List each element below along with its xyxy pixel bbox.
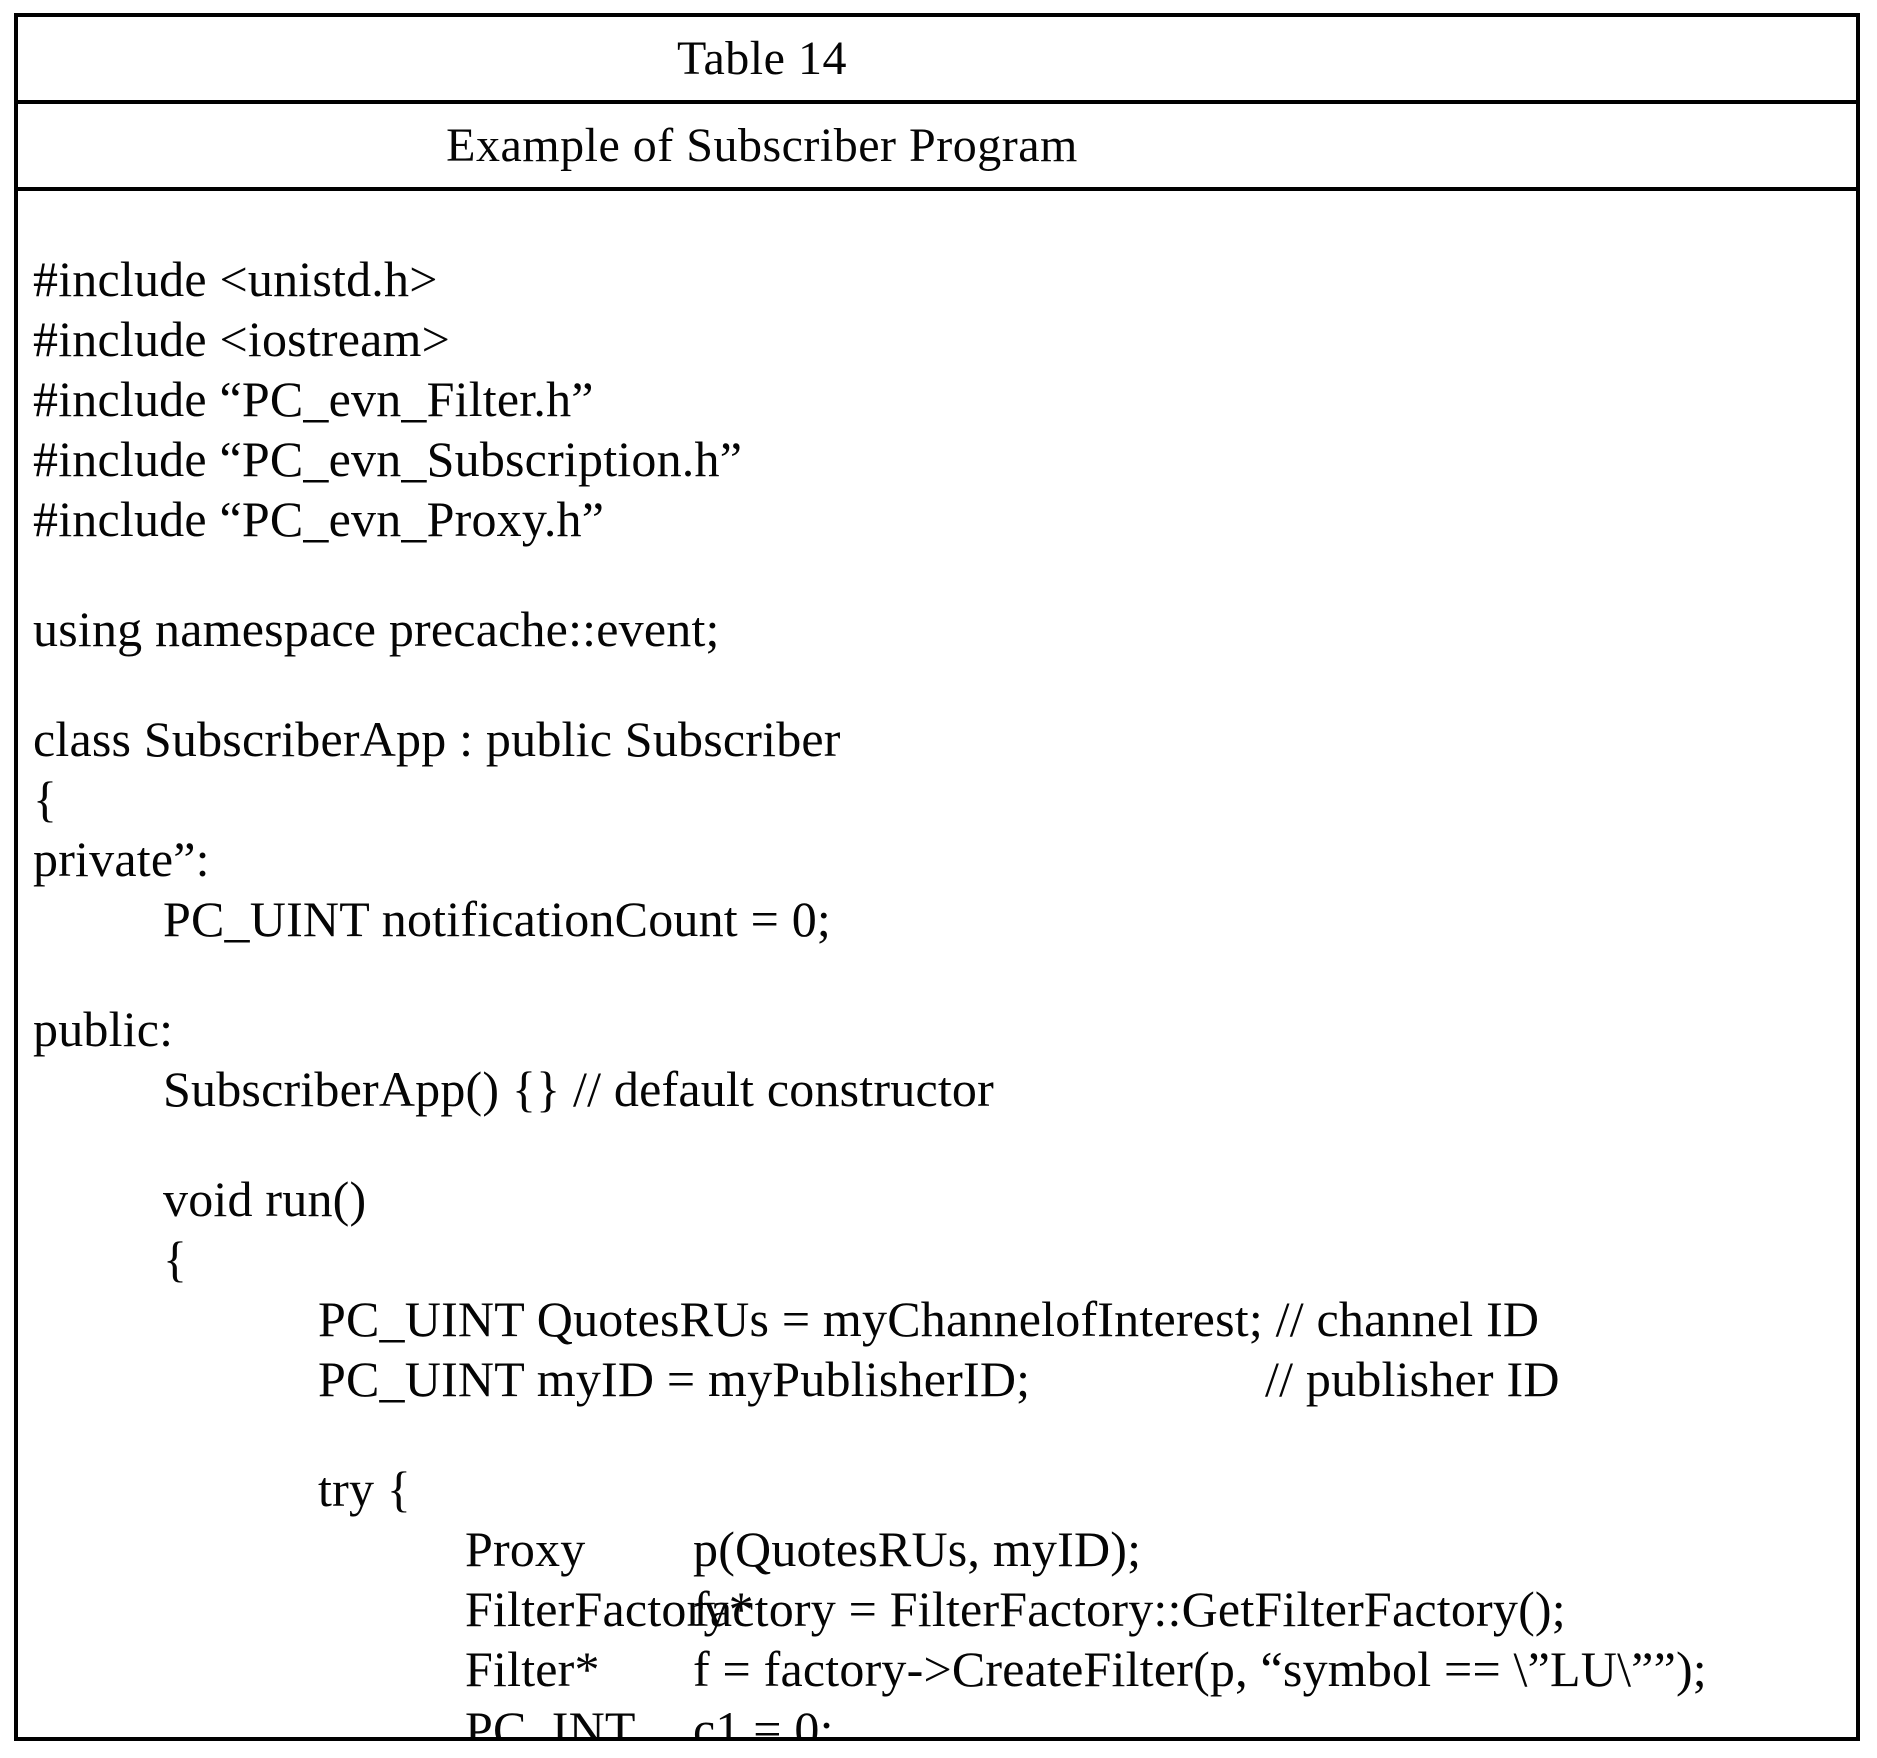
code-text: void run() bbox=[163, 1171, 367, 1227]
code-blank-line bbox=[18, 1119, 1856, 1169]
code-blank-line bbox=[18, 1409, 1856, 1459]
code-text: #include “PC_evn_Proxy.h” bbox=[33, 491, 605, 547]
code-text: public: bbox=[33, 1001, 174, 1057]
code-line: Proxy p(QuotesRUs, myID); bbox=[18, 1519, 1856, 1579]
code-declaration-type: FilterFactory* bbox=[465, 1581, 754, 1637]
code-text: p(QuotesRUs, myID); bbox=[693, 1521, 1142, 1577]
code-line: PC_UINT QuotesRUs = myChannelofInterest;… bbox=[18, 1289, 1856, 1349]
code-line: PC_UINT notificationCount = 0; bbox=[18, 889, 1856, 949]
code-line: { bbox=[18, 769, 1856, 829]
code-line: #include <unistd.h> bbox=[18, 249, 1856, 309]
patent-table: Table 14 Example of Subscriber Program #… bbox=[14, 13, 1860, 1741]
code-line: public: bbox=[18, 999, 1856, 1059]
code-text: { bbox=[163, 1231, 188, 1287]
code-text: private”: bbox=[33, 831, 210, 887]
code-line: #include “PC_evn_Proxy.h” bbox=[18, 489, 1856, 549]
code-declaration-type: PC_INT bbox=[465, 1701, 636, 1737]
code-text: factory = FilterFactory::GetFilterFactor… bbox=[693, 1581, 1566, 1637]
table-subtitle: Example of Subscriber Program bbox=[446, 119, 1078, 172]
code-declaration-type: Filter* bbox=[465, 1641, 600, 1697]
code-text: using namespace precache::event; bbox=[33, 601, 720, 657]
code-comment-tail: // publisher ID bbox=[1265, 1351, 1560, 1407]
code-text: PC_UINT myID = myPublisherID; bbox=[318, 1351, 1031, 1407]
code-line: SubscriberApp() {} // default constructo… bbox=[18, 1059, 1856, 1119]
code-line: PC_UINT myID = myPublisherID; // publishe… bbox=[18, 1349, 1856, 1409]
code-text: #include <unistd.h> bbox=[33, 251, 438, 307]
code-text: { bbox=[33, 771, 58, 827]
code-text: #include <iostream> bbox=[33, 311, 451, 367]
code-line: FilterFactory*factory = FilterFactory::G… bbox=[18, 1579, 1856, 1639]
code-line: #include <iostream> bbox=[18, 309, 1856, 369]
code-text: f = factory->CreateFilter(p, “symbol == … bbox=[693, 1641, 1707, 1697]
code-line: { bbox=[18, 1229, 1856, 1289]
code-text: PC_UINT notificationCount = 0; bbox=[163, 891, 831, 947]
code-declaration-type: Proxy bbox=[465, 1521, 586, 1577]
table-title-row: Table 14 bbox=[18, 17, 1856, 104]
code-line: Filter* f = factory->CreateFilter(p, “sym… bbox=[18, 1639, 1856, 1699]
code-text: PC_UINT QuotesRUs = myChannelofInterest;… bbox=[318, 1291, 1540, 1347]
code-text: try { bbox=[318, 1461, 412, 1517]
code-line: #include “PC_evn_Subscription.h” bbox=[18, 429, 1856, 489]
code-text: #include “PC_evn_Filter.h” bbox=[33, 371, 594, 427]
code-text: class SubscriberApp : public Subscriber bbox=[33, 711, 841, 767]
table-title: Table 14 bbox=[677, 32, 847, 85]
code-line: using namespace precache::event; bbox=[18, 599, 1856, 659]
code-text: SubscriberApp() {} // default constructo… bbox=[163, 1061, 994, 1117]
code-line: class SubscriberApp : public Subscriber bbox=[18, 709, 1856, 769]
code-blank-line bbox=[18, 659, 1856, 709]
code-line: PC_INT c1 = 0; bbox=[18, 1699, 1856, 1737]
code-text: #include “PC_evn_Subscription.h” bbox=[33, 431, 743, 487]
code-line: void run() bbox=[18, 1169, 1856, 1229]
code-line: #include “PC_evn_Filter.h” bbox=[18, 369, 1856, 429]
code-line: private”: bbox=[18, 829, 1856, 889]
code-line: try { bbox=[18, 1459, 1856, 1519]
code-blank-line bbox=[18, 949, 1856, 999]
code-text: c1 = 0; bbox=[693, 1701, 834, 1737]
code-body: #include <unistd.h>#include <iostream>#i… bbox=[18, 191, 1856, 1737]
table-subtitle-row: Example of Subscriber Program bbox=[18, 104, 1856, 191]
code-blank-line bbox=[18, 549, 1856, 599]
